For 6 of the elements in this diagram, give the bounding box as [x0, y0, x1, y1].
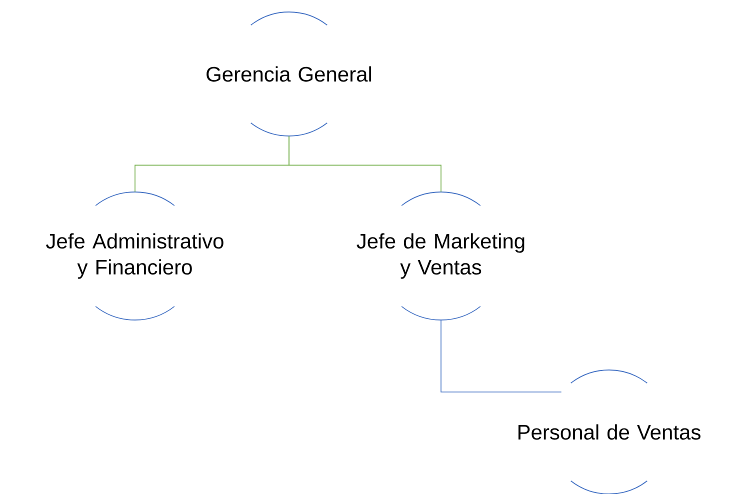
circle-node: Personal de Ventas [518, 370, 700, 494]
circle-node: Jefe Administrativo y Financiero [46, 192, 224, 320]
circle-node: Jefe de Marketing y Ventas [356, 192, 524, 320]
circle-node: Gerencia General [206, 12, 372, 136]
connector-line [288, 136, 442, 192]
connector-line [440, 320, 562, 392]
